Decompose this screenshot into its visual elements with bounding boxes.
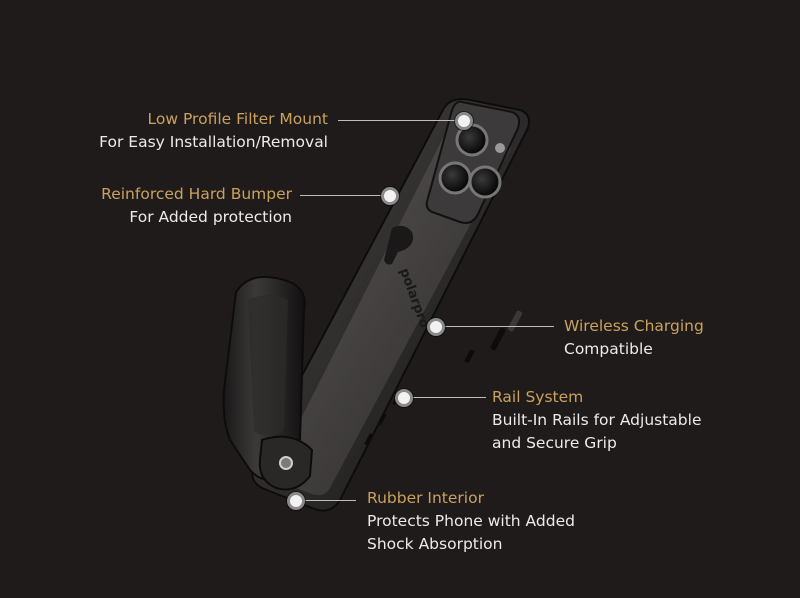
camera-lens-2: [438, 161, 472, 195]
callout-title: Reinforced Hard Bumper: [101, 185, 292, 203]
callout-dot-rubber-interior: [287, 492, 305, 510]
callout-wireless-charging: Wireless Charging Compatible: [564, 315, 704, 361]
tripod-screw: [279, 456, 293, 470]
callout-line-rubber-interior: [302, 500, 356, 501]
callout-line-wireless-charging: [442, 326, 554, 327]
callout-rubber-interior: Rubber Interior Protects Phone with Adde…: [367, 487, 575, 556]
camera-lens-3: [468, 165, 502, 199]
callout-title: Low Profile Filter Mount: [147, 110, 328, 128]
callout-subtitle: For Easy Installation/Removal: [99, 133, 328, 151]
callout-line-filter-mount: [338, 120, 456, 121]
callout-line-rail-system: [410, 397, 486, 398]
callout-title: Rail System: [492, 388, 584, 406]
brand-logo-icon: [384, 225, 413, 265]
callout-subtitle: Compatible: [564, 340, 653, 358]
callout-dot-rail-system: [395, 389, 413, 407]
callout-title: Rubber Interior: [367, 489, 484, 507]
callout-subtitle: Protects Phone with Added: [367, 512, 575, 530]
callout-line-hard-bumper: [300, 195, 382, 196]
callout-dot-wireless-charging: [427, 318, 445, 336]
callout-dot-hard-bumper: [381, 187, 399, 205]
callout-dot-filter-mount: [455, 112, 473, 130]
camera-flash: [495, 143, 505, 153]
callout-rail-system: Rail System Built-In Rails for Adjustabl…: [492, 386, 701, 455]
callout-subtitle-line2: Shock Absorption: [367, 535, 503, 553]
callout-subtitle: Built-In Rails for Adjustable: [492, 411, 702, 429]
callout-hard-bumper: Reinforced Hard Bumper For Added protect…: [101, 183, 292, 229]
callout-subtitle: For Added protection: [129, 208, 292, 226]
callout-filter-mount: Low Profile Filter Mount For Easy Instal…: [99, 108, 328, 154]
callout-title: Wireless Charging: [564, 317, 704, 335]
callout-subtitle-line2: and Secure Grip: [492, 434, 617, 452]
